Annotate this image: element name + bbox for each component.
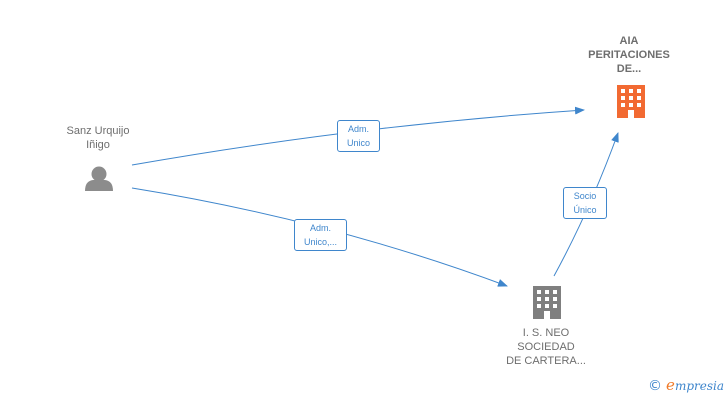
edge-label-adm-unico: Adm. Unico — [337, 120, 380, 152]
node-label-line: Iñigo — [86, 139, 110, 151]
edge-label-line: Unico — [346, 138, 370, 148]
edge-label-line: Único — [573, 205, 597, 215]
edge-label-line: Unico,... — [303, 237, 337, 247]
node-label-line: I. S. NEO — [522, 327, 570, 339]
node-label-aia[interactable]: AIA PERITACIONES DE... — [570, 34, 688, 76]
building-icon[interactable] — [533, 286, 561, 319]
brand-logo: ©empresia — [648, 376, 724, 394]
node-label-line: AIA — [619, 35, 639, 47]
edge-label-line: Socio — [573, 191, 597, 201]
edge-label-socio-unico: Socio Único — [563, 187, 607, 219]
edge-label-line: Adm. — [347, 124, 369, 134]
node-label-line: DE CARTERA... — [506, 355, 586, 367]
node-label-line: Sanz Urquijo — [66, 125, 130, 137]
node-label-line: PERITACIONES — [588, 49, 670, 61]
brand-name: mpresia — [674, 379, 724, 393]
node-label-person[interactable]: Sanz Urquijo Iñigo — [40, 124, 156, 152]
person-icon[interactable] — [85, 166, 113, 192]
node-label-line: DE... — [616, 63, 642, 75]
copyright-icon: © — [648, 378, 663, 394]
edge-label-line: Adm. — [309, 223, 331, 233]
edge-label-adm-unico-more: Adm. Unico,... — [294, 219, 347, 251]
node-label-neo[interactable]: I. S. NEO SOCIEDAD DE CARTERA... — [490, 326, 602, 368]
building-icon[interactable] — [617, 85, 645, 118]
brand-initial: e — [666, 376, 675, 394]
node-label-line: SOCIEDAD — [517, 341, 575, 353]
